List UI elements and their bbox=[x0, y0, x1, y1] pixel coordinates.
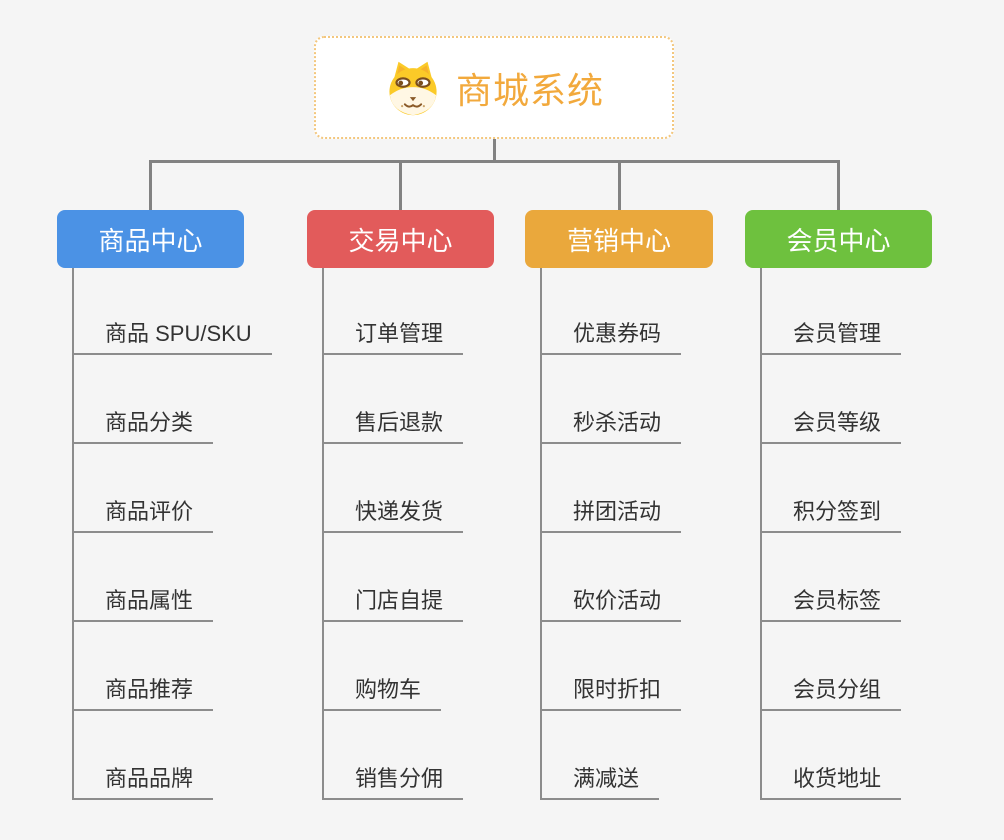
leaf-label: 优惠券码 bbox=[573, 321, 662, 346]
leaf-item[interactable]: 购物车 bbox=[322, 671, 442, 711]
branch-node[interactable]: 交易中心 bbox=[307, 210, 494, 268]
leaf-item[interactable]: 快递发货 bbox=[322, 493, 464, 533]
leaf-label: 售后退款 bbox=[355, 410, 444, 435]
leaf-item[interactable]: 优惠券码 bbox=[540, 315, 682, 355]
leaf-item[interactable]: 满减送 bbox=[540, 760, 660, 800]
root-title: 商城系统 bbox=[455, 69, 604, 111]
leaf-label: 商品分类 bbox=[105, 410, 194, 435]
leaf-item[interactable]: 限时折扣 bbox=[540, 671, 682, 711]
leaf-label: 拼团活动 bbox=[573, 499, 662, 524]
leaf-label: 砍价活动 bbox=[573, 588, 662, 613]
leaf-label: 秒杀活动 bbox=[573, 410, 662, 435]
leaf-label: 门店自提 bbox=[355, 588, 444, 613]
leaf-label: 会员等级 bbox=[793, 410, 882, 435]
branch-label: 交易中心 bbox=[348, 225, 453, 256]
connector-horizontal-bar bbox=[149, 160, 840, 163]
leaf-label: 商品评价 bbox=[105, 499, 194, 524]
leaf-label: 订单管理 bbox=[355, 321, 444, 346]
branch-child-line bbox=[322, 268, 324, 800]
leaf-item[interactable]: 商品分类 bbox=[72, 404, 214, 444]
leaf-label: 快递发货 bbox=[355, 499, 444, 524]
leaf-label: 商品 SPU/SKU bbox=[105, 321, 252, 346]
connector-root-stub bbox=[493, 139, 496, 163]
leaf-item[interactable]: 售后退款 bbox=[322, 404, 464, 444]
leaf-item[interactable]: 销售分佣 bbox=[322, 760, 464, 800]
leaf-label: 会员管理 bbox=[793, 321, 882, 346]
connector-branch-drop bbox=[399, 160, 402, 210]
leaf-item[interactable]: 秒杀活动 bbox=[540, 404, 682, 444]
leaf-item[interactable]: 商品 SPU/SKU bbox=[72, 315, 272, 355]
leaf-label: 满减送 bbox=[573, 766, 640, 791]
leaf-label: 积分签到 bbox=[793, 499, 882, 524]
leaf-label: 会员标签 bbox=[793, 588, 882, 613]
leaf-label: 收货地址 bbox=[793, 766, 882, 791]
leaf-item[interactable]: 收货地址 bbox=[760, 760, 902, 800]
branch-node[interactable]: 会员中心 bbox=[745, 210, 932, 268]
leaf-item[interactable]: 会员标签 bbox=[760, 582, 902, 622]
branch-label: 商品中心 bbox=[98, 225, 203, 256]
leaf-item[interactable]: 门店自提 bbox=[322, 582, 464, 622]
branch-node[interactable]: 商品中心 bbox=[57, 210, 244, 268]
branch-child-line bbox=[540, 268, 542, 800]
leaf-label: 商品推荐 bbox=[105, 677, 194, 702]
leaf-item[interactable]: 订单管理 bbox=[322, 315, 464, 355]
dog-face-icon bbox=[384, 59, 442, 117]
connector-branch-drop bbox=[149, 160, 152, 210]
branch-label: 营销中心 bbox=[566, 225, 671, 256]
branch-node[interactable]: 营销中心 bbox=[525, 210, 713, 268]
connector-branch-drop bbox=[617, 160, 621, 210]
branch-child-line bbox=[72, 268, 74, 800]
root-node[interactable]: 商城系统 bbox=[314, 36, 674, 139]
leaf-label: 商品品牌 bbox=[105, 766, 194, 791]
connector-branch-drop bbox=[837, 160, 840, 210]
leaf-label: 购物车 bbox=[355, 677, 422, 702]
leaf-item[interactable]: 会员等级 bbox=[760, 404, 902, 444]
leaf-item[interactable]: 拼团活动 bbox=[540, 493, 682, 533]
leaf-label: 销售分佣 bbox=[355, 766, 444, 791]
leaf-label: 限时折扣 bbox=[573, 677, 662, 702]
branch-label: 会员中心 bbox=[786, 225, 891, 256]
branch-child-line bbox=[760, 268, 762, 800]
leaf-item[interactable]: 砍价活动 bbox=[540, 582, 682, 622]
leaf-item[interactable]: 商品属性 bbox=[72, 582, 214, 622]
leaf-item[interactable]: 商品推荐 bbox=[72, 671, 214, 711]
leaf-item[interactable]: 商品评价 bbox=[72, 493, 214, 533]
leaf-item[interactable]: 积分签到 bbox=[760, 493, 902, 533]
leaf-item[interactable]: 会员管理 bbox=[760, 315, 902, 355]
leaf-label: 商品属性 bbox=[105, 588, 194, 613]
leaf-label: 会员分组 bbox=[793, 677, 882, 702]
leaf-item[interactable]: 商品品牌 bbox=[72, 760, 214, 800]
leaf-item[interactable]: 会员分组 bbox=[760, 671, 902, 711]
